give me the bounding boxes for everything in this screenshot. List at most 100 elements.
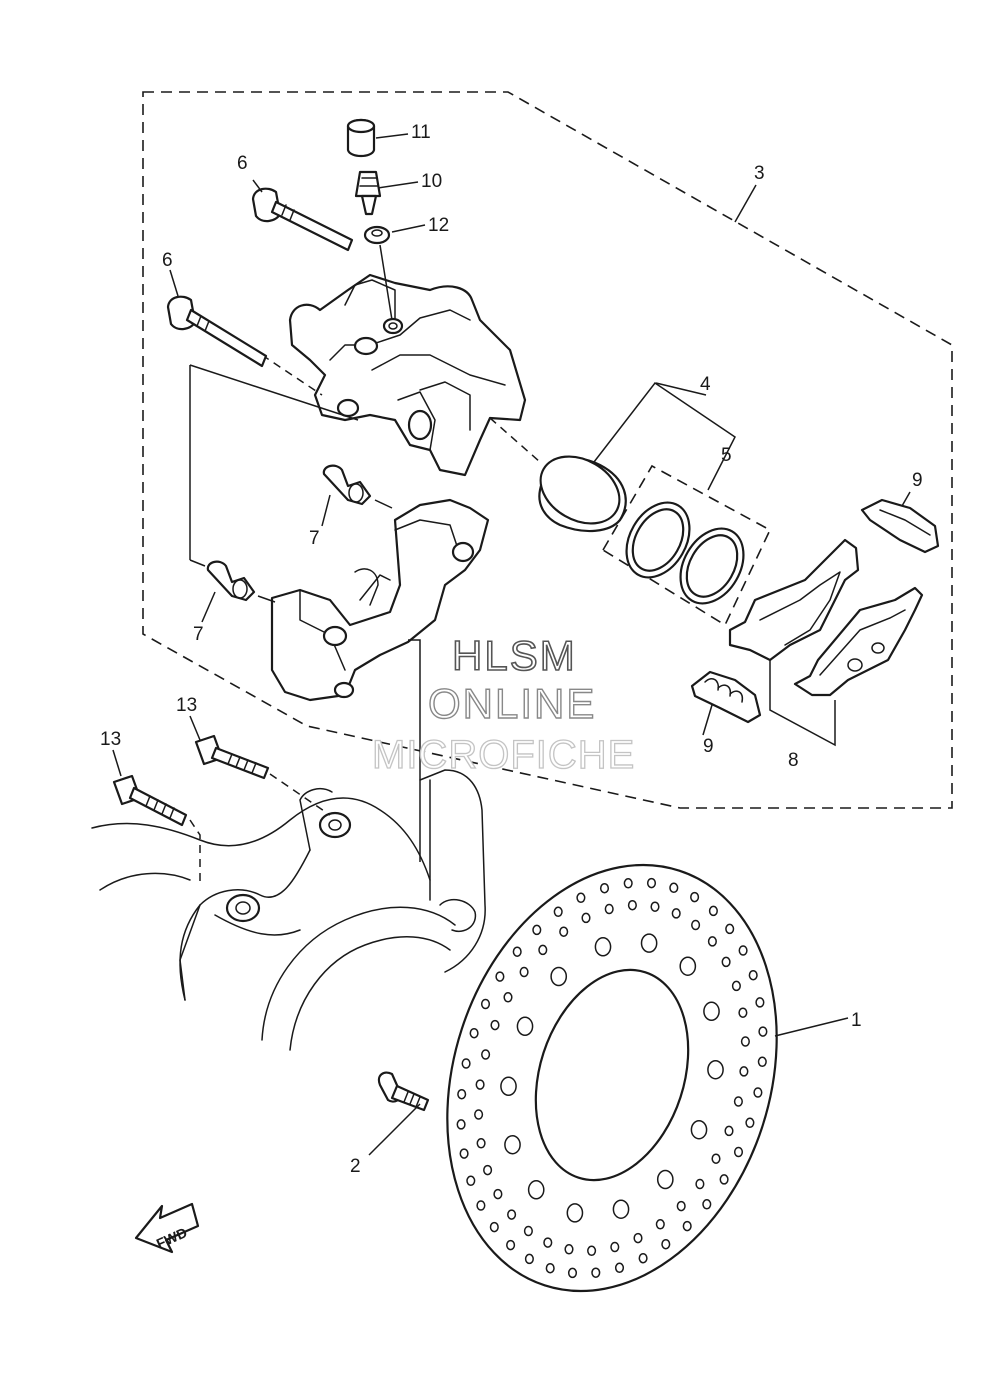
boot-lower bbox=[206, 560, 256, 602]
disc-hole bbox=[587, 1245, 597, 1257]
disc-hole bbox=[638, 1252, 648, 1264]
disc-hole bbox=[524, 1253, 534, 1265]
forward-direction-arrow: FWD bbox=[134, 1202, 200, 1254]
disc-hole bbox=[500, 1076, 517, 1097]
callout-6-upper: 6 bbox=[237, 153, 248, 174]
callout-7-lower: 7 bbox=[193, 624, 204, 645]
disc-hole bbox=[640, 933, 658, 953]
brake-pad-outer bbox=[728, 538, 860, 662]
disc-hole bbox=[483, 1164, 493, 1176]
disc-hole bbox=[532, 924, 542, 936]
piston-seals-group bbox=[601, 464, 772, 627]
watermark-line-2: ONLINE bbox=[428, 680, 596, 727]
disc-hole bbox=[512, 946, 522, 957]
disc-hole bbox=[731, 980, 741, 992]
disc-hole bbox=[466, 1175, 476, 1187]
disc-hole bbox=[656, 1169, 674, 1190]
watermark: HLSM ONLINE MICROFICHE bbox=[371, 631, 635, 777]
disc-hole bbox=[690, 1119, 708, 1140]
disc-hole bbox=[707, 936, 717, 947]
callout-11: 11 bbox=[411, 122, 431, 143]
caliper-pin-upper bbox=[251, 187, 354, 252]
disc-hole bbox=[476, 1138, 486, 1149]
caliper-bolt-lower bbox=[112, 774, 188, 827]
disc-hole bbox=[591, 1267, 601, 1278]
disc-hole bbox=[459, 1148, 469, 1159]
disc-hole bbox=[519, 966, 529, 978]
callout-6-lower: 6 bbox=[162, 250, 173, 271]
callout-3: 3 bbox=[754, 163, 765, 184]
disc-hole bbox=[650, 901, 660, 912]
callout-8: 8 bbox=[788, 750, 799, 771]
disc-hole bbox=[456, 1119, 466, 1130]
disc-hole bbox=[753, 1087, 763, 1098]
disc-hole bbox=[691, 919, 701, 931]
disc-hole bbox=[493, 1188, 503, 1200]
callout-7-upper: 7 bbox=[309, 528, 320, 549]
caliper-bracket bbox=[270, 498, 490, 702]
disc-hole bbox=[707, 1059, 724, 1080]
disc-hole bbox=[564, 1244, 574, 1255]
brake-disc bbox=[446, 863, 778, 1293]
disc-hole bbox=[758, 1026, 768, 1037]
disc-hole bbox=[711, 1153, 721, 1164]
callout-2: 2 bbox=[350, 1156, 361, 1177]
watermark-line-3: MICROFICHE bbox=[372, 733, 635, 777]
disc-hole bbox=[646, 877, 657, 889]
callout-5: 5 bbox=[721, 445, 732, 466]
disc-hole bbox=[627, 899, 637, 911]
caliper-pin-lower bbox=[166, 295, 268, 368]
disc-hole bbox=[679, 956, 697, 976]
disc-hole bbox=[702, 1199, 712, 1210]
disc-hole bbox=[581, 912, 591, 924]
disc-hole bbox=[690, 891, 700, 903]
caliper-assembly-boundary bbox=[142, 91, 953, 809]
disc-hole bbox=[490, 1019, 500, 1031]
disc-hole bbox=[475, 1079, 485, 1090]
disc-hole bbox=[506, 1239, 516, 1251]
disc-hole bbox=[594, 937, 612, 957]
swingarm-mount bbox=[91, 769, 486, 1051]
disc-hole bbox=[669, 882, 679, 894]
disc-hole bbox=[721, 956, 731, 968]
callout-1: 1 bbox=[851, 1010, 862, 1031]
pad-spring-lower bbox=[690, 670, 762, 724]
disc-hole bbox=[481, 1049, 491, 1060]
watermark-line-1: HLSM bbox=[452, 632, 577, 679]
disc-hole bbox=[538, 944, 548, 956]
disc-hole bbox=[504, 1134, 521, 1155]
disc-hole bbox=[474, 1109, 484, 1120]
disc-hole bbox=[476, 1200, 486, 1211]
disc-hole bbox=[748, 969, 758, 981]
disc-hole bbox=[567, 1267, 578, 1279]
disc-hole bbox=[566, 1203, 584, 1223]
disc-hole bbox=[461, 1058, 471, 1069]
bleed-washer bbox=[363, 225, 391, 245]
disc-hole bbox=[523, 1225, 533, 1237]
disc-hole bbox=[480, 998, 491, 1010]
disc-hole bbox=[610, 1241, 620, 1253]
caliper-bolt-upper bbox=[194, 734, 270, 780]
disc-hole bbox=[559, 926, 569, 937]
disc-hole bbox=[738, 945, 748, 956]
disc-hole bbox=[738, 1007, 748, 1018]
callout-13-upper: 13 bbox=[176, 695, 197, 716]
callout-9-upper: 9 bbox=[912, 470, 923, 491]
disc-hole bbox=[633, 1232, 643, 1244]
disc-hole bbox=[733, 1146, 744, 1158]
disc-hole bbox=[676, 1200, 686, 1212]
disc-hole bbox=[599, 882, 610, 894]
disc-hole bbox=[703, 1001, 720, 1022]
disc-hole bbox=[604, 903, 614, 915]
boot-upper bbox=[322, 464, 372, 506]
disc-hole bbox=[457, 1088, 467, 1100]
callout-10: 10 bbox=[421, 171, 442, 192]
bleed-cap bbox=[346, 118, 376, 158]
disc-hole bbox=[740, 1036, 750, 1047]
disc-hole bbox=[489, 1221, 499, 1233]
disc-hole bbox=[757, 1056, 767, 1068]
disc-hole bbox=[671, 908, 681, 919]
brake-pad-inner bbox=[793, 586, 924, 697]
disc-hole bbox=[755, 997, 765, 1008]
